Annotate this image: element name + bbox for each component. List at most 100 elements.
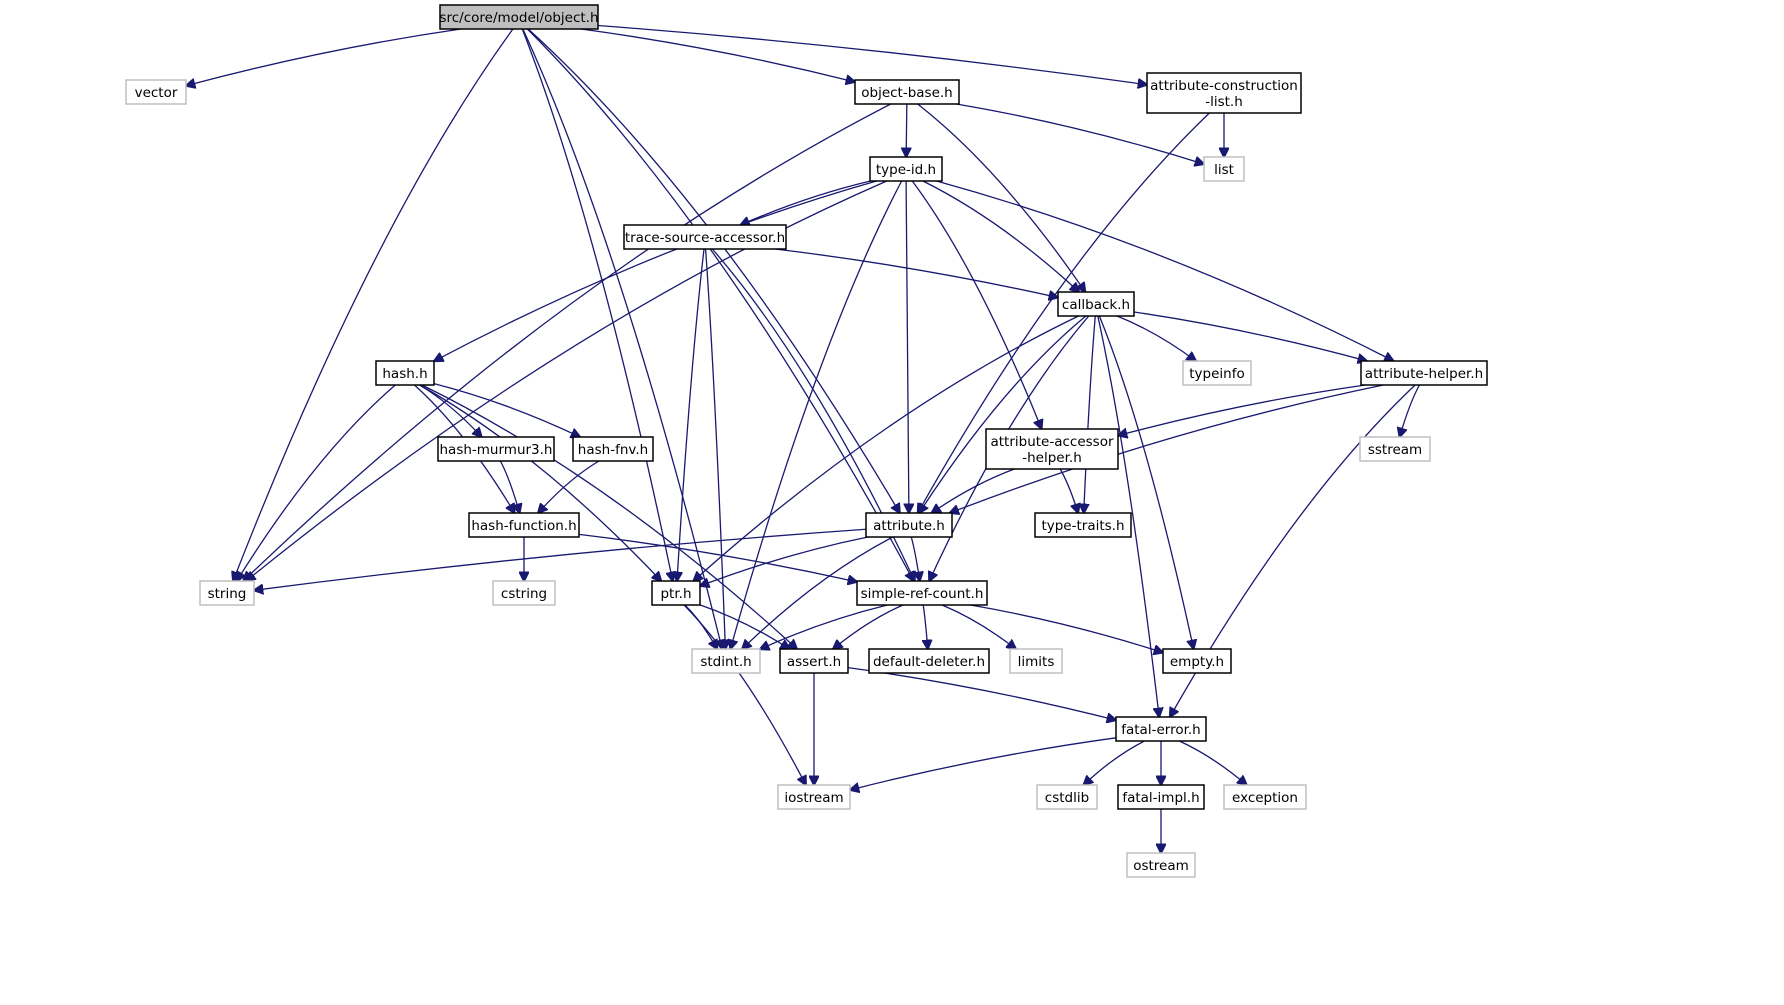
edge-attribute-helper-to-attribute — [950, 384, 1384, 513]
node-typeinfo[interactable]: typeinfo — [1182, 360, 1252, 386]
edge-assert-to-fatal-error — [847, 667, 1116, 721]
node-box-attribute-helper[interactable] — [1360, 360, 1488, 386]
edge-callback-to-type-traits — [1084, 315, 1096, 513]
edge-simple-ref-count-to-empty — [970, 604, 1163, 653]
edge-object-to-vector — [186, 28, 462, 86]
edge-fatal-error-to-exception — [1179, 740, 1246, 785]
node-box-simple-ref-count[interactable] — [856, 580, 988, 606]
node-box-sstream[interactable] — [1359, 436, 1431, 462]
node-object-base[interactable]: object-base.h — [854, 79, 960, 105]
node-box-hash-murmur3[interactable] — [437, 436, 555, 462]
node-iostream[interactable]: iostream — [777, 784, 851, 810]
node-label-attribute: attribute.h — [873, 518, 945, 534]
edge-type-id-to-stdint — [730, 180, 903, 649]
node-label-fatal-impl: fatal-impl.h — [1122, 790, 1199, 806]
node-attribute-accessor-helper[interactable]: attribute-accessor-helper.h — [985, 428, 1119, 470]
node-hash-fnv[interactable]: hash-fnv.h — [572, 436, 654, 462]
node-box-trace-source-accessor[interactable] — [623, 224, 787, 250]
edge-attribute-accessor-helper-to-attribute — [932, 468, 1015, 513]
node-default-deleter[interactable]: default-deleter.h — [868, 648, 990, 674]
node-attr-construction-list[interactable]: attribute-construction-list.h — [1146, 72, 1302, 114]
node-fatal-impl[interactable]: fatal-impl.h — [1117, 784, 1205, 810]
node-ostream[interactable]: ostream — [1126, 852, 1196, 878]
node-limits[interactable]: limits — [1009, 648, 1063, 674]
node-label-vector: vector — [135, 85, 178, 101]
node-box-iostream[interactable] — [777, 784, 851, 810]
node-box-exception[interactable] — [1223, 784, 1307, 810]
node-cstring[interactable]: cstring — [492, 580, 556, 606]
node-attribute[interactable]: attribute.h — [865, 512, 953, 538]
node-vector[interactable]: vector — [125, 79, 187, 105]
node-stdint[interactable]: stdint.h — [691, 648, 761, 674]
node-box-typeinfo[interactable] — [1182, 360, 1252, 386]
node-box-callback[interactable] — [1057, 291, 1135, 317]
node-label-fatal-error: fatal-error.h — [1121, 722, 1201, 738]
node-object[interactable]: src/core/model/object.h — [439, 4, 599, 30]
edge-trace-source-accessor-to-ptr — [677, 248, 705, 581]
node-label-simple-ref-count: simple-ref-count.h — [861, 586, 984, 602]
node-box-hash[interactable] — [375, 360, 435, 386]
edge-callback-to-typeinfo — [1116, 315, 1196, 361]
node-box-limits[interactable] — [1009, 648, 1063, 674]
node-hash-murmur3[interactable]: hash-murmur3.h — [437, 436, 555, 462]
edge-hash-to-hash-fnv — [433, 382, 580, 437]
node-box-object-base[interactable] — [854, 79, 960, 105]
node-empty[interactable]: empty.h — [1162, 648, 1232, 674]
edge-type-id-to-string — [246, 180, 888, 581]
node-box-list[interactable] — [1203, 156, 1245, 182]
edge-hash-to-assert — [421, 384, 797, 649]
node-box-object[interactable] — [439, 4, 599, 30]
node-label-attr-construction-list: -list.h — [1205, 94, 1243, 110]
node-box-cstring[interactable] — [492, 580, 556, 606]
node-list[interactable]: list — [1203, 156, 1245, 182]
node-label-sstream: sstream — [1368, 442, 1422, 458]
edge-ptr-to-iostream — [683, 604, 806, 785]
node-box-default-deleter[interactable] — [868, 648, 990, 674]
node-sstream[interactable]: sstream — [1359, 436, 1431, 462]
node-box-fatal-impl[interactable] — [1117, 784, 1205, 810]
node-hash[interactable]: hash.h — [375, 360, 435, 386]
edge-object-to-stdint — [522, 28, 722, 649]
node-ptr[interactable]: ptr.h — [651, 580, 701, 606]
node-box-hash-function[interactable] — [468, 512, 580, 538]
edge-object-to-attr-construction-list — [597, 24, 1147, 85]
edge-callback-to-empty — [1098, 315, 1193, 649]
node-callback[interactable]: callback.h — [1057, 291, 1135, 317]
edge-callback-to-attribute — [919, 315, 1087, 513]
node-box-empty[interactable] — [1162, 648, 1232, 674]
node-box-fatal-error[interactable] — [1115, 716, 1207, 742]
node-label-attr-construction-list: attribute-construction — [1150, 78, 1298, 94]
node-label-hash: hash.h — [382, 366, 427, 382]
node-exception[interactable]: exception — [1223, 784, 1307, 810]
node-box-type-id[interactable] — [869, 156, 943, 182]
node-assert[interactable]: assert.h — [779, 648, 849, 674]
node-label-typeinfo: typeinfo — [1189, 366, 1244, 382]
node-string[interactable]: string — [199, 580, 255, 606]
node-simple-ref-count[interactable]: simple-ref-count.h — [856, 580, 988, 606]
node-box-ptr[interactable] — [651, 580, 701, 606]
node-attribute-helper[interactable]: attribute-helper.h — [1360, 360, 1488, 386]
node-box-cstdlib[interactable] — [1036, 784, 1098, 810]
node-box-hash-fnv[interactable] — [572, 436, 654, 462]
node-box-attribute[interactable] — [865, 512, 953, 538]
edge-hash-function-to-simple-ref-count — [578, 533, 857, 581]
node-label-string: string — [208, 586, 247, 602]
node-trace-source-accessor[interactable]: trace-source-accessor.h — [623, 224, 787, 250]
node-box-string[interactable] — [199, 580, 255, 606]
node-box-type-traits[interactable] — [1034, 512, 1132, 538]
node-box-attr-construction-list[interactable] — [1146, 72, 1302, 114]
node-cstdlib[interactable]: cstdlib — [1036, 784, 1098, 810]
node-box-stdint[interactable] — [691, 648, 761, 674]
node-fatal-error[interactable]: fatal-error.h — [1115, 716, 1207, 742]
node-box-vector[interactable] — [125, 79, 187, 105]
edge-trace-source-accessor-to-stdint — [704, 248, 726, 649]
node-type-traits[interactable]: type-traits.h — [1034, 512, 1132, 538]
node-type-id[interactable]: type-id.h — [869, 156, 943, 182]
node-box-assert[interactable] — [779, 648, 849, 674]
node-hash-function[interactable]: hash-function.h — [468, 512, 580, 538]
node-box-attribute-accessor-helper[interactable] — [985, 428, 1119, 470]
edge-object-to-ptr — [521, 28, 672, 581]
edges-layer — [186, 24, 1420, 853]
edge-object-base-to-type-id — [906, 103, 907, 157]
node-box-ostream[interactable] — [1126, 852, 1196, 878]
